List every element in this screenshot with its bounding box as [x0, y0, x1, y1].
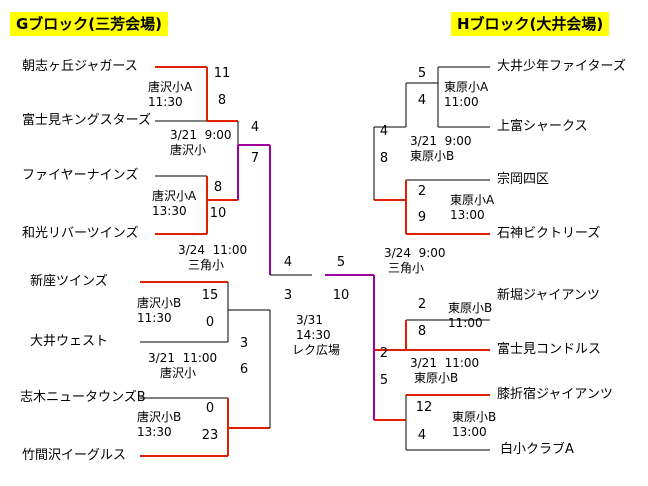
- g-r3-venue: 三角小: [188, 258, 225, 272]
- g-r3-score2: 3: [283, 288, 293, 303]
- g-r1m3-venue: 唐沢小B: [137, 296, 182, 310]
- g-r3-date: 3/24: [178, 243, 205, 257]
- h-team-4: 石神ビクトリーズ: [497, 226, 601, 241]
- g-r2m1-venue: 唐沢小: [170, 143, 207, 157]
- h-r2m2-datetime: 3/21 11:00: [410, 356, 479, 371]
- g-r2m2-datetime: 3/21 11:00: [148, 351, 217, 366]
- h-r1m1-score2: 4: [417, 93, 427, 108]
- g-r1m2-time: 13:30: [152, 204, 187, 218]
- h-r2m2-time: 11:00: [444, 356, 480, 370]
- g-r1m2-score1: 8: [213, 180, 223, 195]
- final-time: 14:30: [296, 328, 331, 342]
- h-r1m3-venue: 東原小B: [448, 301, 493, 315]
- h-r1m1-score1: 5: [417, 66, 427, 81]
- g-r1m4-time: 13:30: [137, 425, 172, 439]
- h-r1m2-score2: 9: [417, 210, 427, 225]
- g-r1m1-score1: 11: [213, 66, 231, 81]
- h-team-3: 宗岡四区: [497, 172, 550, 187]
- h-r1m2-time: 13:00: [450, 208, 485, 222]
- g-r2m2-score2: 6: [239, 362, 249, 377]
- g-team-3: ファイヤーナインズ: [22, 168, 139, 183]
- h-r1m3-score1: 2: [417, 297, 427, 312]
- h-r1m2-score1: 2: [417, 184, 427, 199]
- g-r1m3-time: 11:30: [137, 311, 172, 325]
- g-r2m2-date: 3/21: [148, 351, 175, 365]
- h-r1m2-venue: 東原小A: [450, 193, 495, 207]
- h-r1m1-time: 11:00: [444, 95, 479, 109]
- g-team-8: 竹間沢イーグルス: [22, 448, 127, 463]
- g-r3-score1: 4: [283, 255, 293, 270]
- h-r2m1-score2: 8: [379, 151, 389, 166]
- g-r2m2-venue: 唐沢小: [160, 366, 197, 380]
- g-r2m1-score1: 4: [250, 120, 260, 135]
- g-r1m2-venue: 唐沢小A: [152, 189, 197, 203]
- h-team-5: 新堀ジャイアンツ: [497, 288, 600, 303]
- g-r2m2-time: 11:00: [182, 351, 218, 365]
- h-r1m4-venue: 東原小B: [452, 410, 497, 424]
- h-r3-score1: 5: [336, 255, 346, 270]
- h-r1m3-time: 11:00: [448, 316, 483, 330]
- g-r2m2-score1: 3: [239, 336, 249, 351]
- g-r1m3-score1: 15: [201, 288, 219, 303]
- h-r2m2-score2: 5: [379, 373, 389, 388]
- h-team-1: 大井少年ファイターズ: [497, 59, 626, 74]
- h-r2m1-time: 9:00: [444, 134, 472, 148]
- h-r2m2-date: 3/21: [410, 356, 437, 370]
- h-r3-date: 3/24: [384, 246, 411, 260]
- h-r2m1-datetime: 3/21 9:00: [410, 134, 472, 149]
- g-r2m1-date: 3/21: [170, 128, 197, 142]
- h-team-8: 白小クラブA: [500, 442, 574, 457]
- g-team-4: 和光リバーツインズ: [22, 226, 139, 241]
- g-r1m1-score2: 8: [217, 93, 227, 108]
- g-r3-time: 11:00: [212, 243, 248, 257]
- g-r1m4-score1: 0: [205, 401, 215, 416]
- h-team-7: 膝折宿ジャイアンツ: [497, 387, 613, 402]
- g-r1m3-score2: 0: [205, 315, 215, 330]
- g-r2m1-time: 9:00: [204, 128, 232, 142]
- g-team-1: 朝志ヶ丘ジャガース: [22, 59, 138, 74]
- h-r2m1-venue: 東原小B: [410, 149, 455, 163]
- h-r3-score2: 10: [332, 288, 350, 303]
- h-r2m2-venue: 東原小B: [414, 371, 459, 385]
- g-r3-datetime: 3/24 11:00: [178, 243, 247, 258]
- h-r1m4-score1: 12: [415, 400, 433, 415]
- h-r2m1-score1: 4: [379, 124, 389, 139]
- g-team-2: 富士見キングスターズ: [22, 113, 151, 128]
- g-r1m1-time: 11:30: [148, 95, 183, 109]
- g-r1m2-score2: 10: [209, 206, 227, 221]
- h-r1m1-venue: 東原小A: [444, 80, 489, 94]
- g-r2m1-score2: 7: [250, 151, 260, 166]
- h-team-2: 上富シャークス: [497, 119, 588, 134]
- g-r1m4-score2: 23: [201, 428, 219, 443]
- g-r1m1-venue: 唐沢小A: [148, 80, 193, 94]
- g-team-6: 大井ウェスト: [30, 334, 109, 349]
- h-r2m2-score1: 2: [379, 346, 389, 361]
- g-block-title: Gブロック(三芳会場): [10, 12, 169, 36]
- g-r2m1-datetime: 3/21 9:00: [170, 128, 232, 143]
- g-team-7: 志木ニュータウンズB: [20, 390, 146, 405]
- h-r3-venue: 三角小: [388, 261, 425, 275]
- h-r2m1-date: 3/21: [410, 134, 437, 148]
- final-venue: レク広場: [292, 343, 341, 357]
- h-r3-time: 9:00: [418, 246, 446, 260]
- h-r1m4-time: 13:00: [452, 425, 487, 439]
- h-team-6: 富士見コンドルス: [497, 342, 602, 357]
- h-r1m4-score2: 4: [417, 428, 427, 443]
- final-date: 3/31: [296, 313, 323, 327]
- h-r3-datetime: 3/24 9:00: [384, 246, 446, 261]
- h-r1m3-score2: 8: [417, 324, 427, 339]
- h-block-title: Hブロック(大井会場): [451, 12, 610, 36]
- g-team-5: 新座ツインズ: [30, 274, 108, 289]
- g-r1m4-venue: 唐沢小B: [137, 410, 182, 424]
